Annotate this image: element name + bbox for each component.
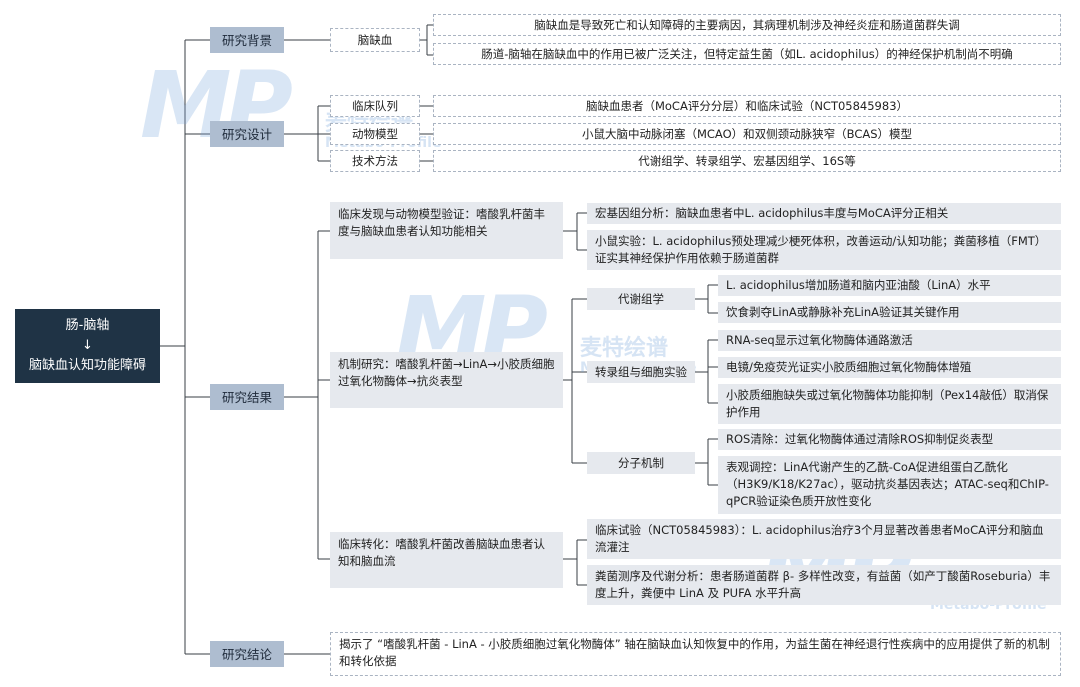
- translation-item: 粪菌测序及代谢分析：患者肠道菌群 β- 多样性改变，有益菌（如产丁酸菌Roseb…: [587, 565, 1061, 605]
- mechanism-item: RNA-seq显示过氧化物酶体通路激活: [718, 330, 1061, 351]
- design-row-name: 临床队列: [330, 95, 420, 117]
- mechanism-item: ROS清除：过氧化物酶体通过清除ROS抑制促炎表型: [718, 429, 1061, 450]
- section-design: 研究设计: [210, 121, 284, 147]
- design-row-name: 动物模型: [330, 123, 420, 145]
- results-clinical-item: 小鼠实验：L. acidophilus预处理减少梗死体积，改善运动/认知功能；粪…: [587, 230, 1061, 270]
- root-title: 肠-脑轴: [65, 318, 110, 333]
- section-conclusion: 研究结论: [210, 641, 284, 667]
- mechanism-item: 饮食剥夺LinA或静脉补充LinA验证其关键作用: [718, 302, 1061, 323]
- results-clinical-title: 临床发现与动物模型验证：嗜酸乳杆菌丰度与脑缺血患者认知功能相关: [330, 202, 563, 259]
- design-row-desc: 脑缺血患者（MoCA评分分层）和临床试验（NCT05845983）: [433, 95, 1061, 117]
- design-row-desc: 小鼠大脑中动脉闭塞（MCAO）和双侧颈动脉狭窄（BCAS）模型: [433, 123, 1061, 145]
- conclusion-text: 揭示了 “嗜酸乳杆菌 - LinA - 小胶质细胞过氧化物酶体” 轴在脑缺血认知…: [330, 632, 1061, 676]
- mechanism-item: 表观调控：LinA代谢产生的乙酰-CoA促进组蛋白乙酰化（H3K9/K18/K2…: [718, 456, 1061, 514]
- section-results: 研究结果: [210, 384, 284, 410]
- mechanism-group-name: 转录组与细胞实验: [587, 361, 695, 383]
- background-item: 肠道-脑轴在脑缺血中的作用已被广泛关注，但特定益生菌（如L. acidophil…: [433, 43, 1061, 65]
- translation-item: 临床试验（NCT05845983）：L. acidophilus治疗3个月显著改…: [587, 519, 1061, 559]
- mechanism-group-name: 代谢组学: [587, 288, 695, 310]
- background-topic: 脑缺血: [330, 28, 420, 52]
- background-item: 脑缺血是导致死亡和认知障碍的主要病因，其病理机制涉及神经炎症和肠道菌群失调: [433, 14, 1061, 36]
- section-background: 研究背景: [210, 27, 284, 53]
- mechanism-group-name: 分子机制: [587, 452, 695, 474]
- design-row-desc: 代谢组学、转录组学、宏基因组学、16S等: [433, 150, 1061, 172]
- results-translation-title: 临床转化：嗜酸乳杆菌改善脑缺血患者认知和脑血流: [330, 532, 563, 588]
- results-mechanism-title: 机制研究：嗜酸乳杆菌→LinA→小胶质细胞过氧化物酶体→抗炎表型: [330, 352, 563, 408]
- root-node: 肠-脑轴 ↓ 脑缺血认知功能障碍: [15, 309, 160, 383]
- design-row-name: 技术方法: [330, 150, 420, 172]
- mechanism-item: L. acidophilus增加肠道和脑内亚油酸（LinA）水平: [718, 275, 1061, 296]
- root-arrow: ↓: [82, 338, 93, 353]
- root-subtitle: 脑缺血认知功能障碍: [28, 358, 146, 373]
- mechanism-item: 小胶质细胞缺失或过氧化物酶体功能抑制（Pex14敲低）取消保护作用: [718, 384, 1061, 424]
- mechanism-item: 电镜/免疫荧光证实小胶质细胞过氧化物酶体增殖: [718, 357, 1061, 378]
- results-clinical-item: 宏基因组分析：脑缺血患者中L. acidophilus丰度与MoCA评分正相关: [587, 203, 1061, 224]
